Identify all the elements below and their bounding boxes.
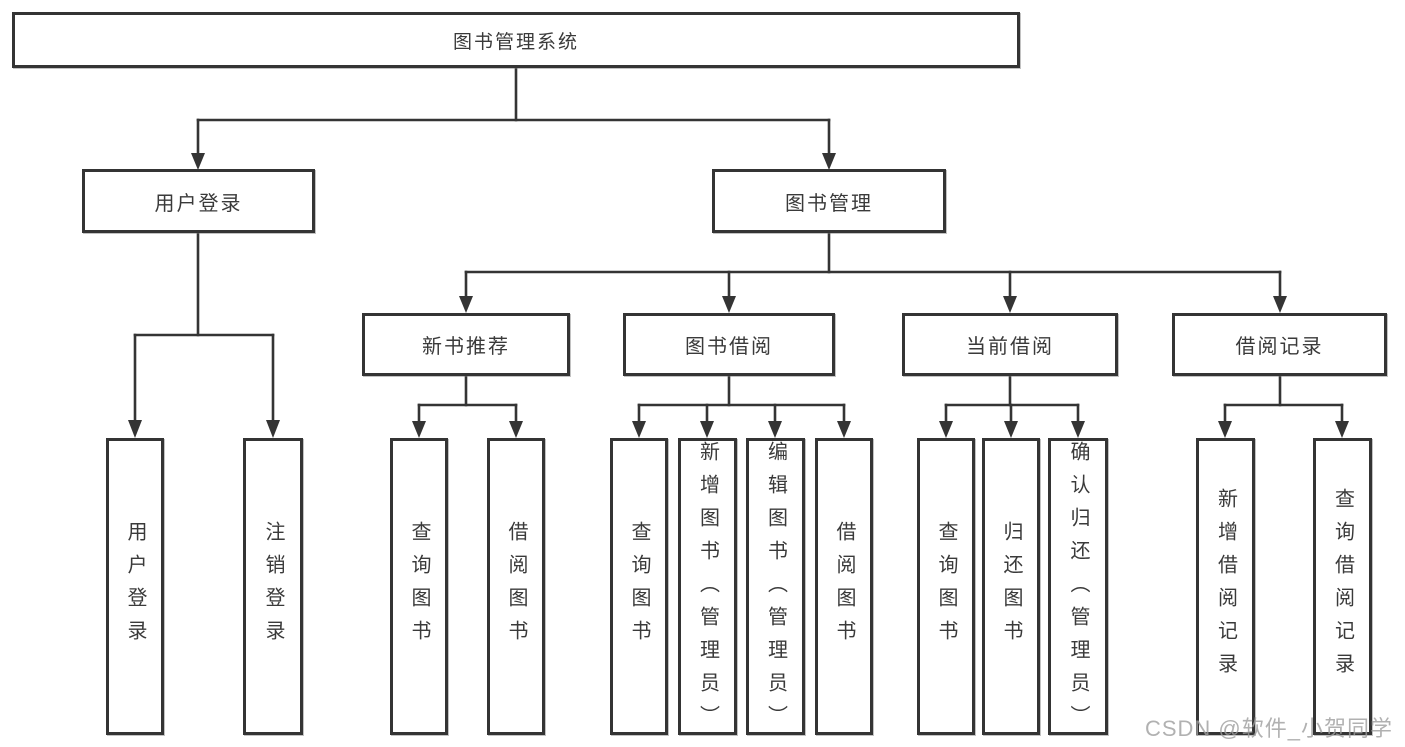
- node-borrow-records: 借阅记录: [1172, 313, 1387, 376]
- leaf-user-login: 用户登录: [106, 438, 164, 735]
- node-book-management: 图书管理: [712, 169, 946, 233]
- leaf-logout-label: 注销登录: [262, 520, 284, 653]
- connector-current-borrow-children: [939, 374, 1085, 438]
- leaf-add-borrow-record-label: 新增借阅记录: [1214, 487, 1237, 686]
- leaf-query-books-current: 查询图书: [917, 438, 975, 735]
- leaf-borrow-books: 借阅图书: [815, 438, 873, 735]
- connector-user-login-children: [128, 231, 280, 438]
- leaf-query-books-current-label: 查询图书: [935, 520, 957, 653]
- node-book-management-label: 图书管理: [785, 192, 873, 215]
- leaf-borrow-books-label: 借阅图书: [833, 520, 855, 653]
- leaf-confirm-return-admin: 确认归还（管理员）: [1048, 438, 1108, 738]
- leaf-query-books-recommend: 查询图书: [390, 438, 448, 735]
- connector-book-management-children: [459, 231, 1287, 313]
- leaf-add-books-admin-label: 新增图书（管理员）: [696, 440, 719, 738]
- connector-book-borrow-children: [632, 374, 851, 438]
- leaf-borrow-books-recommend: 借阅图书: [487, 438, 545, 735]
- leaf-add-books-admin: 新增图书（管理员）: [678, 438, 737, 738]
- leaf-logout: 注销登录: [243, 438, 303, 735]
- node-book-borrow-label: 图书借阅: [685, 336, 773, 358]
- connector-new-book-recommend-children: [412, 374, 523, 438]
- leaf-query-books-recommend-label: 查询图书: [408, 520, 430, 653]
- node-new-book-recommend-label: 新书推荐: [422, 336, 510, 358]
- leaf-edit-books-admin-label: 编辑图书（管理员）: [764, 440, 787, 738]
- leaf-query-borrow-record-label: 查询借阅记录: [1331, 487, 1354, 686]
- node-borrow-records-label: 借阅记录: [1235, 336, 1324, 358]
- leaf-query-books-borrow: 查询图书: [610, 438, 668, 735]
- leaf-query-books-borrow-label: 查询图书: [628, 520, 650, 653]
- leaf-query-borrow-record: 查询借阅记录: [1313, 438, 1372, 735]
- leaf-add-borrow-record: 新增借阅记录: [1196, 438, 1255, 735]
- csdn-watermark: CSDN @软件_小贺同学: [1144, 716, 1393, 741]
- node-current-borrow: 当前借阅: [902, 313, 1118, 376]
- node-new-book-recommend: 新书推荐: [362, 313, 570, 376]
- node-user-login-label: 用户登录: [154, 192, 243, 215]
- connector-root-to-branches: [191, 66, 836, 170]
- node-root-library-system: 图书管理系统: [12, 12, 1020, 68]
- leaf-return-books: 归还图书: [982, 438, 1040, 735]
- leaf-user-login-label: 用户登录: [124, 520, 146, 653]
- node-book-borrow: 图书借阅: [623, 313, 835, 376]
- node-current-borrow-label: 当前借阅: [966, 336, 1054, 358]
- connector-borrow-records-children: [1218, 374, 1349, 438]
- leaf-return-books-label: 归还图书: [1000, 520, 1022, 653]
- node-root-label: 图书管理系统: [452, 31, 579, 53]
- leaf-edit-books-admin: 编辑图书（管理员）: [746, 438, 805, 738]
- node-user-login: 用户登录: [82, 169, 315, 233]
- leaf-borrow-books-recommend-label: 借阅图书: [505, 520, 527, 653]
- leaf-confirm-return-admin-label: 确认归还（管理员）: [1067, 440, 1089, 738]
